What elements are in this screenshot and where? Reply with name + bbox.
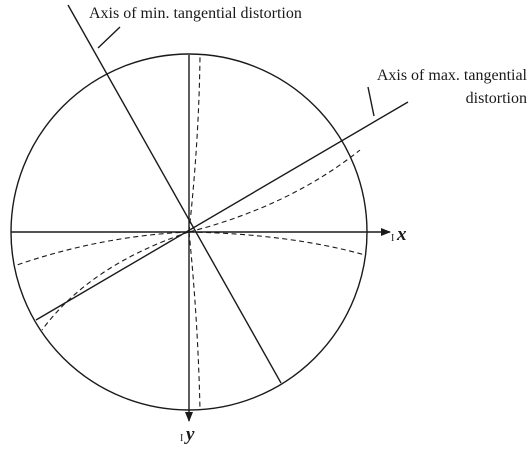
max-distortion-axis-label-line2: distortion [466, 90, 527, 107]
distorted-curve-top [188, 55, 201, 233]
max-distortion-axis-label-line1: Axis of max. tangential [377, 67, 528, 84]
distorted-curve-upper-right [188, 149, 361, 233]
distorted-curve-right [188, 231, 366, 256]
max-axis-leader-line [367, 86, 375, 117]
x-axis-subscript: I [391, 233, 394, 244]
min-distortion-axis-line [67, 4, 282, 384]
distorted-curve-bottom [188, 231, 201, 411]
y-axis-label: y [184, 424, 195, 445]
distorted-curve-lower-left [41, 231, 190, 331]
min-axis-leader-line [97, 26, 121, 49]
y-axis-subscript: I [180, 433, 183, 444]
distorted-curve-left [13, 231, 190, 267]
min-distortion-axis-label: Axis of min. tangential distortion [89, 5, 302, 22]
max-distortion-axis-line [35, 101, 409, 321]
x-axis-label: x [396, 224, 407, 245]
